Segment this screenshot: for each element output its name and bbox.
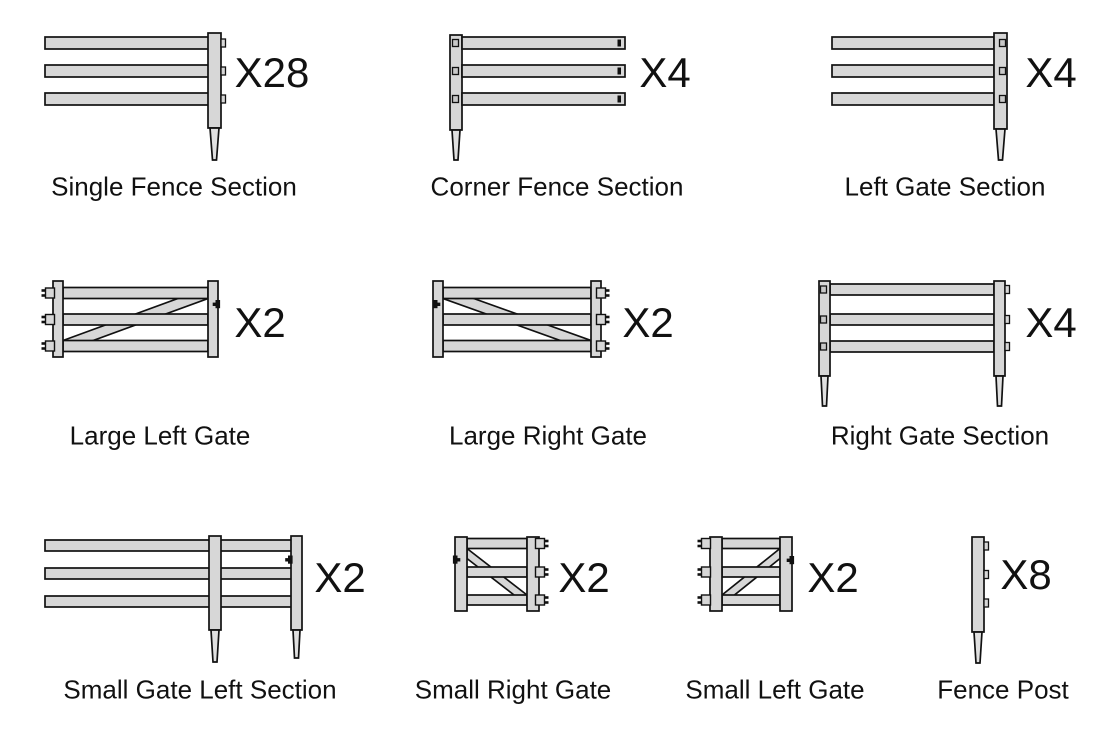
- quantity-large-right-gate: X2: [622, 299, 674, 346]
- single-fence-section-graphic: [44, 32, 227, 161]
- caption-corner-fence-section: Corner Fence Section: [430, 171, 684, 202]
- quantity-small-gate-left-section: X2: [314, 554, 366, 601]
- quantity-large-left-gate: X2: [234, 299, 286, 346]
- small-right-gate-graphic: [452, 536, 549, 612]
- large-right-gate-graphic: [432, 280, 610, 358]
- quantity-fence-post: X8: [1000, 551, 1052, 598]
- caption-right-gate-section: Right Gate Section: [830, 420, 1050, 451]
- quantity-single-fence-section: X28: [234, 49, 310, 96]
- caption-fence-post: Fence Post: [937, 674, 1069, 705]
- right-gate-section-graphic: [818, 280, 1011, 407]
- small-gate-left-section-graphic: [44, 535, 303, 663]
- caption-small-left-gate: Small Left Gate: [685, 674, 865, 705]
- caption-large-right-gate: Large Right Gate: [448, 420, 648, 451]
- caption-small-gate-left-section: Small Gate Left Section: [63, 674, 337, 705]
- corner-fence-section-graphic: [449, 34, 626, 161]
- caption-large-left-gate: Large Left Gate: [69, 420, 251, 451]
- small-left-gate-graphic: [697, 536, 795, 612]
- caption-small-right-gate: Small Right Gate: [414, 674, 612, 705]
- caption-left-gate-section: Left Gate Section: [844, 171, 1046, 202]
- quantity-small-right-gate: X2: [558, 554, 610, 601]
- quantity-small-left-gate: X2: [807, 554, 859, 601]
- quantity-right-gate-section: X4: [1025, 299, 1077, 346]
- quantity-left-gate-section: X4: [1025, 49, 1077, 96]
- fence-post-graphic: [971, 536, 990, 664]
- left-gate-section-graphic: [831, 32, 1008, 161]
- caption-single-fence-section: Single Fence Section: [51, 171, 297, 202]
- quantity-corner-fence-section: X4: [639, 49, 691, 96]
- large-left-gate-graphic: [41, 280, 221, 358]
